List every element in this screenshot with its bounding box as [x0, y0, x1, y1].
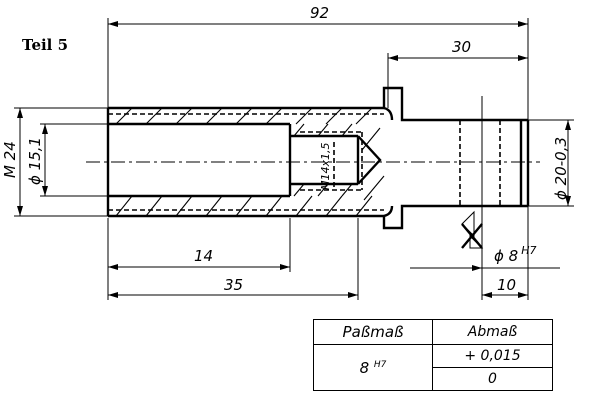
fit-table-header-fit: Paßmaß [313, 319, 433, 345]
dim-inner-thread: M14x1,5 [319, 143, 332, 191]
extension-lines [14, 18, 574, 300]
center-lines [86, 96, 540, 232]
dimension-lines [17, 21, 571, 298]
section-hatching [115, 107, 385, 217]
fit-table: Paßmaß Abmaß 8 H7 + 0,015 0 [313, 319, 553, 391]
part-outline [106, 86, 530, 230]
dim-hole-position: 10 [497, 276, 516, 294]
fit-table-header-deviation: Abmaß [432, 319, 553, 345]
part-label: Teil 5 [22, 36, 68, 54]
fit-table-lower-deviation: 0 [432, 367, 553, 391]
fit-table-upper-deviation: + 0,015 [432, 344, 553, 368]
fit-table-fit-value: 8 H7 [313, 344, 433, 391]
section-symbol [461, 210, 484, 249]
dim-thread-length: 14 [194, 247, 213, 265]
dim-pin-length: 30 [452, 38, 471, 56]
dim-thread-outer: M 24 [1, 141, 19, 178]
dim-bore-diameter: ϕ 15,1 [26, 137, 44, 185]
dim-bore-depth: 35 [224, 276, 243, 294]
dim-pin-diameter: ϕ 20-0,3 [552, 137, 570, 200]
dim-overall-length: 92 [310, 4, 329, 22]
